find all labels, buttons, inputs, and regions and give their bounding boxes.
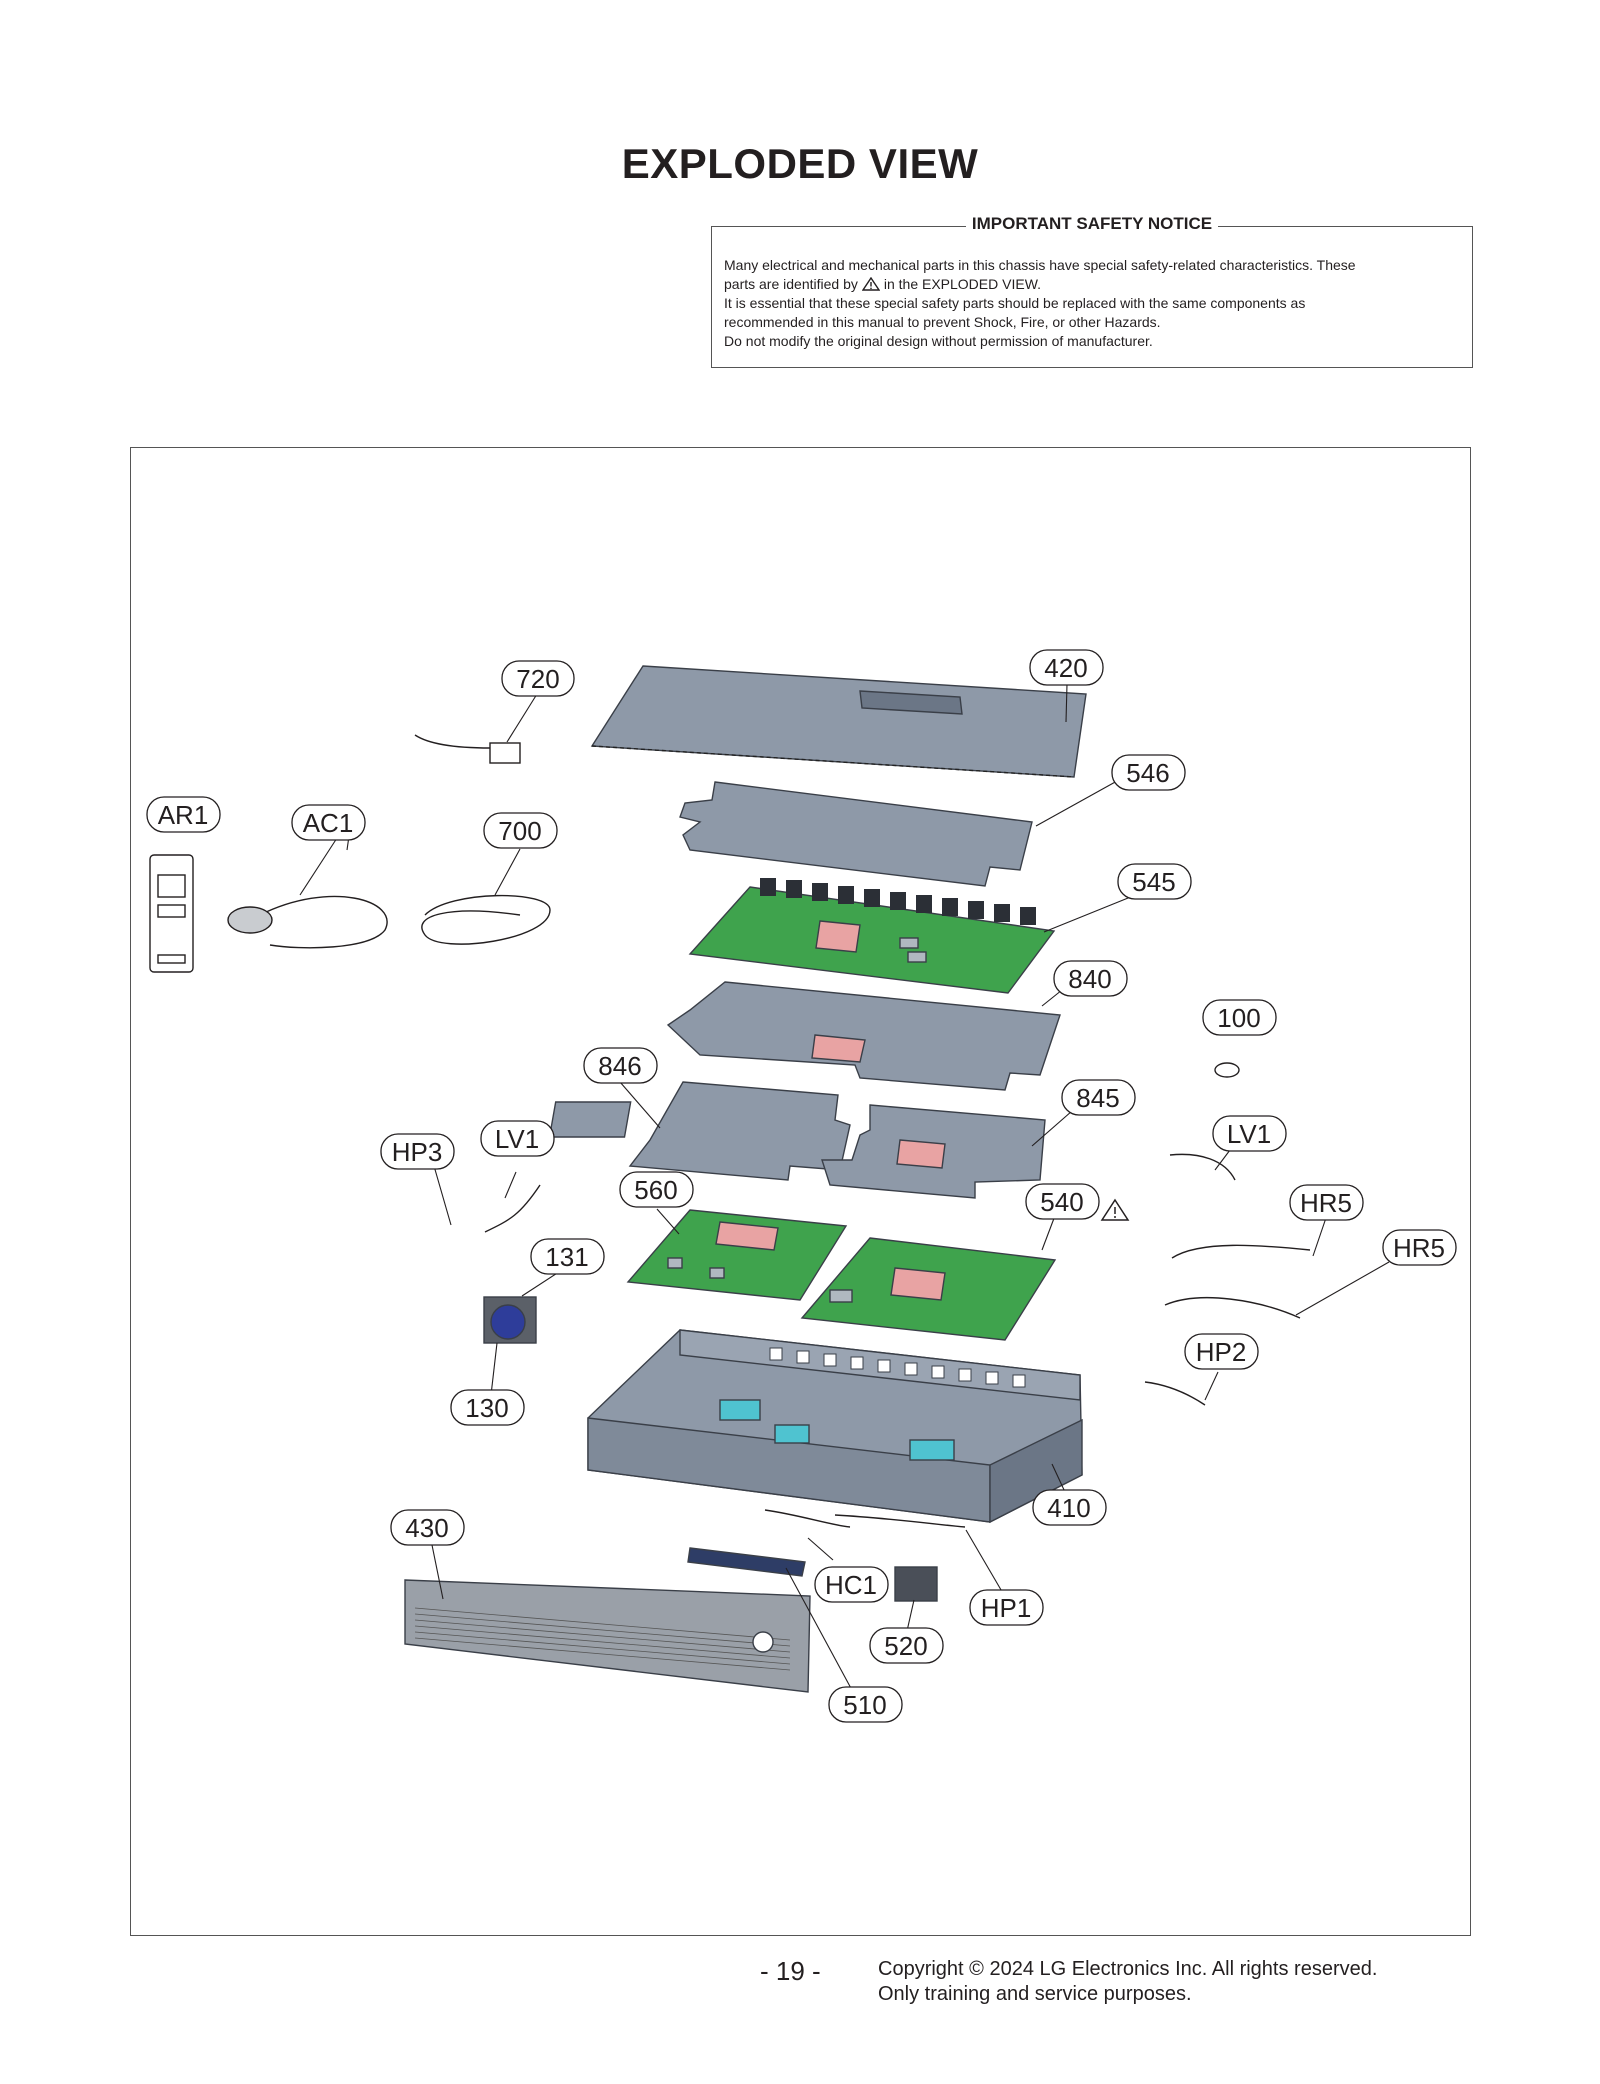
svg-text:LV1: LV1: [1227, 1119, 1271, 1149]
callout-520: 520: [869, 1627, 944, 1664]
svg-text:HP2: HP2: [1196, 1337, 1247, 1367]
safety-notice-box: IMPORTANT SAFETY NOTICE Many electrical …: [711, 214, 1473, 368]
svg-text:131: 131: [545, 1242, 588, 1272]
callout-720: 720: [501, 660, 575, 697]
callout-546: 546: [1111, 754, 1186, 791]
callout-hc1: HC1: [814, 1566, 889, 1603]
copyright-line: Copyright © 2024 LG Electronics Inc. All…: [878, 1958, 1378, 1980]
svg-text:520: 520: [884, 1631, 927, 1661]
svg-text:546: 546: [1126, 758, 1169, 788]
svg-text:410: 410: [1047, 1493, 1090, 1523]
svg-text:130: 130: [465, 1393, 508, 1423]
svg-text:HR5: HR5: [1300, 1188, 1352, 1218]
part-front-bezel-430: [404, 1579, 811, 1693]
part-plate-840: [666, 981, 1061, 1091]
callout-hp3: HP3: [380, 1133, 455, 1170]
svg-text:840: 840: [1068, 964, 1111, 994]
copyright-notice: Copyright © 2024 LG Electronics Inc. All…: [878, 1957, 1377, 2007]
callout-430: 430: [390, 1509, 465, 1546]
purpose-line: Only training and service purposes.: [878, 1983, 1192, 2005]
part-module-520: [894, 1566, 938, 1602]
part-power-cord-700: [421, 894, 551, 945]
callout-131: 131: [530, 1238, 605, 1275]
callout-410: 410: [1032, 1489, 1107, 1526]
svg-text:HP1: HP1: [981, 1593, 1032, 1623]
callout-ac1: AC1: [291, 804, 366, 841]
svg-text:LV1: LV1: [495, 1124, 539, 1154]
part-plate-846: [628, 1081, 851, 1181]
svg-text:540: 540: [1040, 1187, 1083, 1217]
notice-line-4: recommended in this manual to prevent Sh…: [724, 314, 1161, 330]
svg-text:HC1: HC1: [825, 1570, 877, 1600]
callout-hp1: HP1: [969, 1589, 1044, 1626]
page-title: EXPLODED VIEW: [621, 140, 979, 187]
part-main-board-545: [688, 886, 1056, 994]
callout-700: 700: [483, 812, 558, 849]
safety-notice-heading: IMPORTANT SAFETY NOTICE: [965, 214, 1219, 233]
callout-hr5-upper: HR5: [1289, 1184, 1364, 1221]
svg-text:420: 420: [1044, 653, 1087, 683]
callout-560: 560: [619, 1171, 694, 1208]
svg-text:430: 430: [405, 1513, 448, 1543]
part-key-board-510: [687, 1547, 806, 1577]
part-shield-546: [679, 781, 1033, 887]
svg-text:720: 720: [516, 664, 559, 694]
callout-510: 510: [828, 1686, 903, 1723]
part-sensor-ac1: [259, 895, 388, 949]
notice-line-3: It is essential that these special safet…: [724, 295, 1306, 311]
callout-545: 545: [1117, 863, 1192, 900]
part-adapter-720: [414, 734, 491, 749]
safety-notice-body: Many electrical and mechanical parts in …: [724, 256, 1460, 351]
callout-840: 840: [1053, 960, 1128, 997]
svg-text:HP3: HP3: [392, 1137, 443, 1167]
warning-triangle-icon: [861, 277, 880, 291]
callout-540: 540: [1025, 1183, 1100, 1220]
part-remote-ar1: [149, 854, 194, 973]
callout-100: 100: [1202, 999, 1277, 1036]
notice-line-5: Do not modify the original design withou…: [724, 333, 1153, 349]
part-board-560: [626, 1209, 848, 1301]
callout-hp2: HP2: [1184, 1333, 1259, 1370]
part-label-100: [1214, 1062, 1240, 1078]
svg-text:AC1: AC1: [303, 808, 354, 838]
svg-text:545: 545: [1132, 867, 1175, 897]
callout-420: 420: [1029, 649, 1104, 686]
safety-warning-icon: [1100, 1198, 1130, 1221]
notice-line-1: Many electrical and mechanical parts in …: [724, 257, 1356, 273]
svg-text:HR5: HR5: [1393, 1233, 1445, 1263]
svg-text:845: 845: [1076, 1083, 1119, 1113]
svg-text:700: 700: [498, 816, 541, 846]
callout-845: 845: [1061, 1079, 1136, 1116]
part-back-cover: [590, 665, 1087, 778]
callout-lv1-right: LV1: [1212, 1115, 1287, 1152]
svg-text:100: 100: [1217, 1003, 1260, 1033]
svg-text:AR1: AR1: [158, 800, 209, 830]
page-number: - 19 -: [760, 1956, 821, 1986]
callout-ar1: AR1: [146, 796, 221, 833]
callout-hr5-lower: HR5: [1382, 1229, 1457, 1266]
callout-lv1-left: LV1: [480, 1120, 555, 1157]
svg-text:560: 560: [634, 1175, 677, 1205]
diagram-frame: [130, 447, 1471, 1936]
callout-846: 846: [583, 1047, 658, 1084]
svg-text:846: 846: [598, 1051, 641, 1081]
svg-text:510: 510: [843, 1690, 886, 1720]
callout-130: 130: [450, 1389, 525, 1426]
